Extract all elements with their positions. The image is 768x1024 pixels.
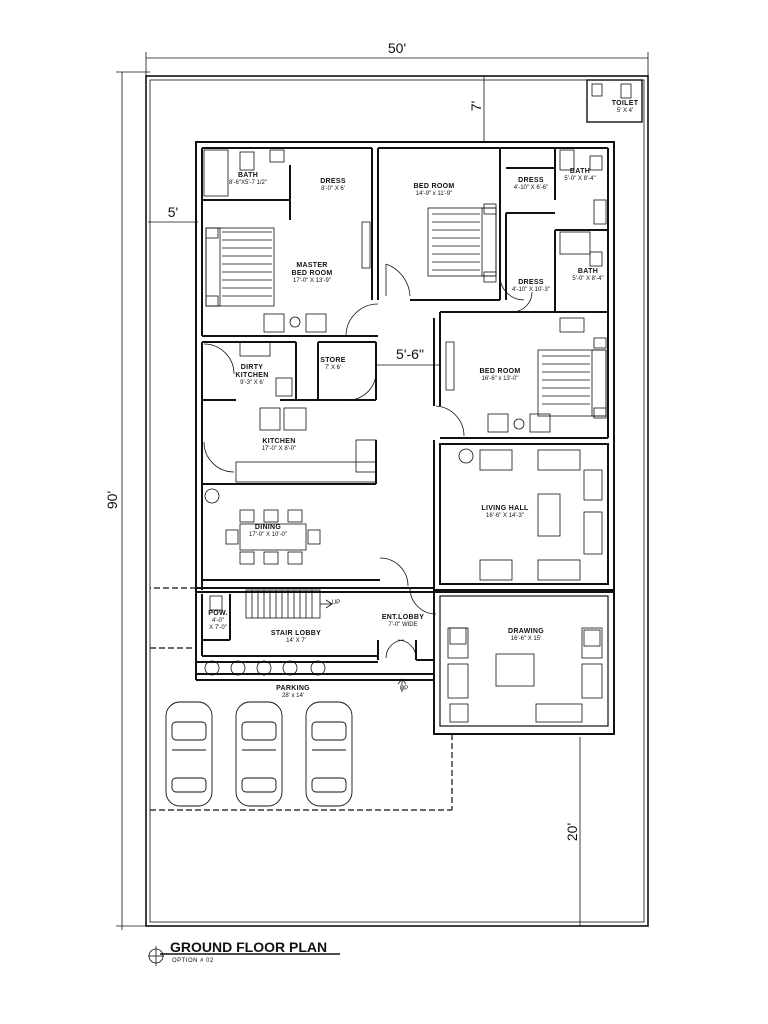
room-parking: PARKING 28' x 14' — [276, 685, 310, 700]
stair-up-label: UP — [331, 600, 341, 606]
room-size: 17'-0" X 10'-0" — [249, 532, 287, 539]
room-drawing: DRAWING 16'-6" X 15' — [508, 628, 544, 643]
room-name: POW. — [208, 610, 228, 617]
room-name: DRESS — [518, 177, 544, 184]
room-pow: POW. 4'-0" X 7'-0" — [208, 610, 227, 632]
room-size: 4'-10" X 6'-6" — [513, 185, 549, 192]
room-store: STORE 7' X 6' — [320, 357, 346, 372]
room-size: 4'-10" X 10'-3" — [512, 287, 550, 294]
room-name-line2: BED ROOM — [291, 270, 333, 278]
room-dining: DINING 17'-0" X 10'-0" — [249, 524, 287, 539]
entry-arrow — [397, 678, 407, 692]
room-name: STAIR LOBBY — [270, 630, 322, 637]
toilet-outline — [586, 79, 643, 123]
drawing-subtitle: OPTION # 02 — [172, 958, 214, 964]
room-size: 8'-6"X5'-7 1/2" — [229, 180, 267, 187]
room-size: 4'-0" — [212, 618, 224, 625]
room-name-line2: KITCHEN — [235, 372, 269, 380]
room-name: ENT.LOBBY — [381, 614, 425, 621]
room-size: 5'-0" X 8'-4" — [572, 276, 604, 283]
beds — [205, 203, 607, 419]
room-bath-2: BATH 5'-0" X 8'-4" — [564, 168, 595, 183]
room-size-line2: X 7'-0" — [209, 624, 227, 631]
room-size: 14'-9" x 11'-9" — [415, 191, 453, 198]
room-name: DINING — [254, 524, 282, 531]
room-stair-lobby: STAIR LOBBY 14' X 7' — [271, 630, 321, 645]
car-3 — [305, 701, 353, 807]
room-ent-lobby: ENT.LOBBY 7'-0" WIDE — [382, 614, 424, 629]
room-name: DRESS — [320, 178, 346, 185]
room-name: DRESS — [518, 279, 544, 286]
room-name: DIRTY — [240, 364, 264, 371]
room-name: PARKING — [276, 685, 310, 692]
entry-up-label: UP — [399, 686, 409, 692]
room-dirty-kitchen: DIRTY KITCHEN 9'-3" X 6' — [235, 364, 268, 387]
room-name: BATH — [577, 268, 599, 275]
room-size: 7' X 6' — [324, 365, 342, 372]
plot-width-label: 50' — [387, 40, 407, 56]
drawing-title: GROUND FLOOR PLAN — [170, 939, 328, 955]
room-bath-3: BATH 5'-0" X 8'-4" — [572, 268, 603, 283]
side-setback-label: 5' — [167, 204, 179, 220]
room-dress-master: DRESS 8'-0" X 6' — [320, 178, 346, 193]
plot-depth-label: 90' — [104, 490, 120, 510]
room-name: KITCHEN — [262, 438, 296, 445]
room-size: 7'-0" WIDE — [388, 622, 418, 629]
room-name: BATH — [237, 172, 259, 179]
room-living-hall: LIVING HALL 16'-6" X 14'-3" — [481, 505, 528, 520]
car-1 — [165, 701, 213, 807]
room-bedroom-1: BED ROOM 14'-9" x 11'-9" — [414, 183, 455, 198]
staircase — [245, 589, 333, 619]
room-size: 5' X 4' — [616, 108, 634, 115]
room-size: 16'-6" X 14'-3" — [486, 513, 524, 520]
room-size: 8'-0" X 6' — [321, 186, 345, 193]
room-name: STORE — [320, 357, 346, 364]
room-size: 14' X 7' — [286, 638, 306, 645]
door-swings — [203, 263, 533, 659]
room-dress-2: DRESS 4'-10" X 6'-6" — [514, 177, 549, 192]
room-toilet: TOILET 5' X 4' — [612, 100, 639, 115]
north-symbol-icon — [148, 946, 340, 966]
room-name: BATH — [569, 168, 591, 175]
room-name: DRAWING — [508, 628, 544, 635]
parking-area-outline — [150, 587, 453, 811]
passage-width-label: 5'-6" — [396, 346, 424, 362]
room-dress-3: DRESS 4'-10" X 10'-3" — [512, 279, 550, 294]
parking-cars — [165, 701, 353, 807]
car-2 — [235, 701, 283, 807]
room-bedroom-2: BED ROOM 16'-6" x 13'-0" — [480, 368, 521, 383]
house-walls — [195, 141, 615, 735]
front-setback-label: 20' — [564, 822, 580, 842]
room-size: 17'-0" X 13'-9" — [293, 278, 331, 285]
room-name: BED ROOM — [479, 368, 521, 375]
room-size: 5'-0" X 8'-4" — [564, 176, 596, 183]
room-bath-master: BATH 8'-6"X5'-7 1/2" — [229, 172, 267, 187]
rear-setback-label: 7' — [468, 100, 484, 112]
room-name: TOILET — [611, 100, 639, 107]
room-size: 28' x 14' — [282, 693, 304, 700]
room-size: 16'-6" X 15' — [510, 636, 542, 643]
room-master-bedroom: MASTER BED ROOM 17'-0" X 13'-9" — [292, 262, 333, 285]
room-kitchen: KITCHEN 17'-0" X 8'-0" — [262, 438, 297, 453]
planters — [204, 448, 474, 676]
dimension-lines — [116, 52, 649, 930]
room-size: 16'-6" x 13'-0" — [481, 376, 519, 383]
room-name: LIVING HALL — [481, 505, 529, 512]
room-name: BED ROOM — [413, 183, 455, 190]
furniture — [203, 149, 607, 723]
room-name: MASTER — [296, 262, 328, 269]
room-size: 9'-3" X 6' — [240, 380, 264, 387]
plot-boundary — [145, 75, 649, 927]
room-size: 17'-0" X 8'-0" — [261, 446, 297, 453]
